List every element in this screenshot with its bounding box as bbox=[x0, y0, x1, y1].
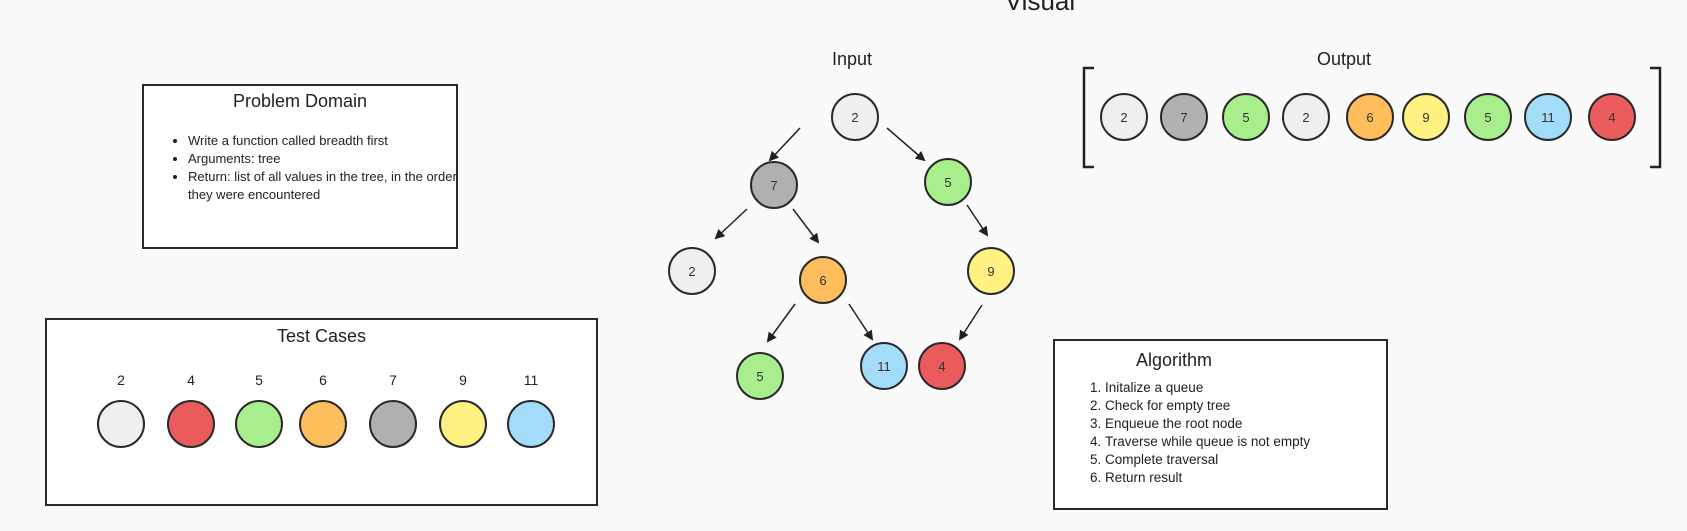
tree-node: 2 bbox=[831, 93, 879, 141]
output-title: Output bbox=[1316, 49, 1372, 69]
algorithm-steps: Initalize a queue Check for empty tree E… bbox=[1083, 379, 1395, 487]
problem-domain-title: Problem Domain bbox=[232, 91, 368, 111]
test-case-swatch bbox=[439, 400, 487, 448]
test-cases-title: Test Cases bbox=[276, 326, 367, 346]
output-left-bracket bbox=[1082, 66, 1094, 169]
tree-node: 5 bbox=[736, 352, 784, 400]
tree-edge-arrow bbox=[966, 204, 989, 237]
tree-node: 11 bbox=[860, 342, 908, 390]
output-node: 11 bbox=[1524, 93, 1572, 141]
test-case-label: 11 bbox=[523, 372, 539, 388]
algorithm-step: Enqueue the root node bbox=[1105, 415, 1395, 433]
tree-node: 6 bbox=[799, 256, 847, 304]
algorithm-step: Return result bbox=[1105, 469, 1395, 487]
test-case-label: 4 bbox=[187, 372, 195, 388]
tree-node: 4 bbox=[918, 342, 966, 390]
output-node: 7 bbox=[1160, 93, 1208, 141]
test-case-swatch bbox=[235, 400, 283, 448]
output-node: 9 bbox=[1402, 93, 1450, 141]
tree-node: 5 bbox=[924, 158, 972, 206]
tree-edge-arrow bbox=[886, 127, 926, 162]
algorithm-box: Algorithm Initalize a queue Check for em… bbox=[1053, 339, 1388, 510]
tree-edge-arrow bbox=[714, 208, 748, 240]
algorithm-title: Algorithm bbox=[1136, 350, 1213, 370]
test-case-swatch bbox=[97, 400, 145, 448]
algorithm-step: Complete traversal bbox=[1105, 451, 1395, 469]
output-node: 4 bbox=[1588, 93, 1636, 141]
input-title: Input bbox=[831, 49, 873, 69]
test-case-label: 6 bbox=[319, 372, 327, 388]
output-node: 2 bbox=[1282, 93, 1330, 141]
output-node: 5 bbox=[1222, 93, 1270, 141]
output-node: 5 bbox=[1464, 93, 1512, 141]
tree-edge-arrow bbox=[848, 303, 874, 341]
problem-domain-list: Write a function called breadth first Ar… bbox=[170, 132, 458, 204]
test-case-label: 2 bbox=[117, 372, 125, 388]
test-case-swatch bbox=[167, 400, 215, 448]
tree-node: 2 bbox=[668, 247, 716, 295]
output-right-bracket bbox=[1650, 66, 1662, 169]
tree-node: 9 bbox=[967, 247, 1015, 295]
page-title: Visual bbox=[1004, 0, 1076, 16]
tree-edge-arrow bbox=[768, 127, 801, 162]
test-case-label: 7 bbox=[389, 372, 397, 388]
tree-edge-arrow bbox=[766, 303, 796, 343]
algorithm-step: Traverse while queue is not empty bbox=[1105, 433, 1395, 451]
output-node: 6 bbox=[1346, 93, 1394, 141]
problem-domain-item: Return: list of all values in the tree, … bbox=[188, 168, 458, 204]
test-cases-box: Test Cases 2 4 5 6 7 9 11 bbox=[45, 318, 598, 506]
test-case-label: 9 bbox=[459, 372, 467, 388]
test-case-swatch bbox=[299, 400, 347, 448]
problem-domain-item: Write a function called breadth first bbox=[188, 132, 458, 150]
tree-edge-arrow bbox=[792, 208, 820, 244]
test-case-swatch bbox=[507, 400, 555, 448]
test-case-label: 5 bbox=[255, 372, 263, 388]
output-node: 2 bbox=[1100, 93, 1148, 141]
tree-node: 7 bbox=[750, 161, 798, 209]
test-case-swatch bbox=[369, 400, 417, 448]
tree-edge-arrow bbox=[958, 304, 983, 341]
problem-domain-item: Arguments: tree bbox=[188, 150, 458, 168]
problem-domain-box: Problem Domain Write a function called b… bbox=[142, 84, 458, 249]
algorithm-step: Check for empty tree bbox=[1105, 397, 1395, 415]
algorithm-step: Initalize a queue bbox=[1105, 379, 1395, 397]
